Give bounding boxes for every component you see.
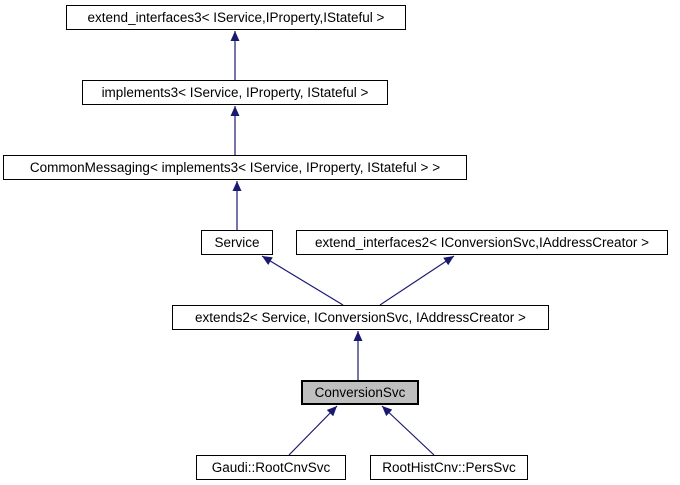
node-gaudi-root-cnv-svc[interactable]: Gaudi::RootCnvSvc — [196, 455, 346, 480]
node-extends2[interactable]: extends2< Service, IConversionSvc, IAddr… — [172, 305, 549, 330]
node-conversion-svc-selected: ConversionSvc — [301, 380, 419, 405]
arrow-gaudi-root-cnv-svc-to-conversion-svc — [288, 405, 338, 456]
arrow-extends2-to-extend-interfaces2 — [379, 255, 455, 306]
arrow-root-hist-cnv-pers-svc-to-conversion-svc — [381, 405, 435, 456]
node-common-messaging[interactable]: CommonMessaging< implements3< IService, … — [3, 155, 467, 180]
node-extend-interfaces3[interactable]: extend_interfaces3< IService,IProperty,I… — [66, 5, 406, 30]
arrow-extends2-to-service — [261, 255, 344, 306]
node-extend-interfaces2[interactable]: extend_interfaces2< IConversionSvc,IAddr… — [296, 230, 668, 255]
node-root-hist-cnv-pers-svc[interactable]: RootHistCnv::PersSvc — [370, 455, 528, 480]
node-service[interactable]: Service — [201, 230, 273, 255]
node-implements3[interactable]: implements3< IService, IProperty, IState… — [82, 80, 388, 105]
